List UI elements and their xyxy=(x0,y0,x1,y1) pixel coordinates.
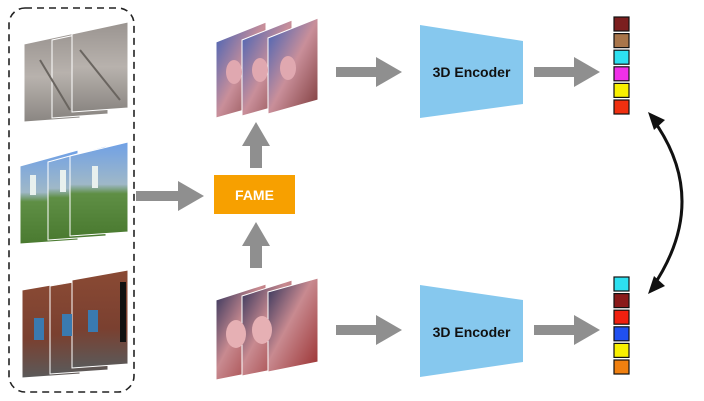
source-clip-street xyxy=(23,21,129,123)
arrow-right-icon xyxy=(336,315,402,345)
feature-vector-cell xyxy=(613,99,630,115)
feature-vector-cell xyxy=(613,293,630,309)
fame-module: FAME xyxy=(214,175,295,214)
arrow-right-icon xyxy=(336,57,402,87)
3d-encoder-bottom: 3D Encoder xyxy=(420,285,523,377)
arrow-up-icon xyxy=(242,222,270,268)
arrow-right-icon xyxy=(136,181,204,211)
feature-vector-cell xyxy=(613,32,630,49)
feature-vector-top xyxy=(613,16,630,115)
feature-vector-cell xyxy=(613,66,630,82)
encoder-label: 3D Encoder xyxy=(433,324,511,340)
source-clips-container xyxy=(8,7,135,393)
feature-vector-cell xyxy=(613,82,630,99)
source-clip-soccer xyxy=(19,141,129,245)
encoder-label: 3D Encoder xyxy=(433,64,511,80)
feature-vector-cell xyxy=(613,276,630,292)
arrow-up-icon xyxy=(242,122,270,168)
double-headed-arrow-icon xyxy=(648,112,684,294)
3d-encoder-top: 3D Encoder xyxy=(420,25,523,118)
feature-vector-cell xyxy=(613,49,630,65)
source-clip-room xyxy=(21,269,129,379)
feature-vector-cell xyxy=(613,16,630,32)
augmented-clip xyxy=(215,17,319,119)
arrow-right-icon xyxy=(534,57,600,87)
feature-vector-bottom xyxy=(613,276,630,375)
arrow-right-icon xyxy=(534,315,600,345)
feature-vector-cell xyxy=(613,309,630,325)
feature-vector-cell xyxy=(613,359,630,375)
feature-vector-cell xyxy=(613,326,630,342)
feature-vector-cell xyxy=(613,342,630,358)
original-clip xyxy=(215,277,319,381)
fame-label: FAME xyxy=(235,187,274,203)
